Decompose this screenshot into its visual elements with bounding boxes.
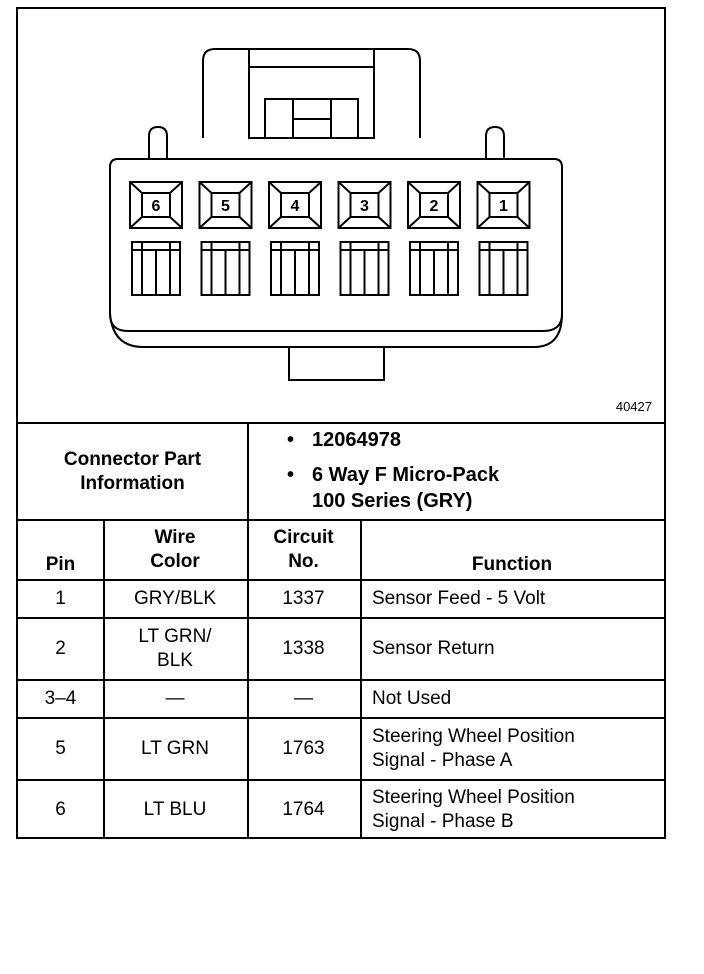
- col-line: [360, 519, 362, 839]
- terminal-lock-4: [270, 241, 320, 296]
- bullet: •: [287, 429, 295, 451]
- part-info-label-line2: Information: [80, 472, 185, 494]
- row2-wire-line2: BLK: [157, 650, 193, 671]
- row4-pin: 5: [55, 738, 66, 759]
- pin-number-label: 1: [499, 198, 508, 215]
- row4-function-line2: Signal - Phase A: [372, 750, 513, 771]
- terminal-lock-3: [339, 241, 390, 296]
- header-wire-line2: Color: [150, 551, 200, 572]
- row5-function-line1: Steering Wheel Position: [372, 787, 575, 808]
- row5-function-line2: Signal - Phase B: [372, 811, 514, 832]
- header-circuit-line1: Circuit: [273, 527, 334, 548]
- row3-circuit: —: [294, 688, 313, 709]
- pin-number-label: 4: [291, 198, 300, 215]
- part-info-label-line1: Connector Part: [63, 448, 202, 470]
- part-description-line2: 100 Series (GRY): [312, 490, 473, 512]
- row5-pin: 6: [55, 799, 66, 820]
- terminal-cavity-3: 3: [337, 181, 392, 229]
- row4-wire: LT GRN: [141, 738, 209, 759]
- terminal-cavity-1: 1: [476, 181, 531, 229]
- figure-id: 40427: [615, 399, 652, 414]
- left-post: [148, 125, 168, 159]
- table-top-line: [18, 519, 664, 521]
- pin-number-label: 3: [360, 198, 369, 215]
- row-line: [18, 617, 664, 619]
- latch-housing-inner: [248, 66, 375, 139]
- terminal-lock-2: [409, 241, 459, 296]
- connector-lip: [109, 313, 563, 348]
- header-wire-line1: Wire: [154, 527, 196, 548]
- header-circuit: Circuit No.: [247, 521, 360, 579]
- diagram-table-separator: [18, 422, 664, 424]
- latch-tab: [264, 98, 359, 139]
- row2-wire-line1: LT GRN/: [138, 626, 212, 647]
- row5-circuit: 1764: [282, 799, 325, 820]
- part-info-label: Connector Part Information: [18, 424, 247, 519]
- row4-function: Steering Wheel Position Signal - Phase A: [360, 719, 664, 779]
- row3-function: Not Used: [372, 688, 452, 709]
- row1-function: Sensor Feed - 5 Volt: [372, 588, 546, 609]
- right-post: [485, 125, 505, 159]
- pin-number-label: 5: [221, 198, 230, 215]
- row2-function: Sensor Return: [372, 638, 495, 659]
- header-function: Function: [471, 554, 553, 575]
- terminal-cavity-4: 4: [268, 181, 322, 229]
- row-line: [18, 779, 664, 781]
- connector-body: [109, 158, 563, 332]
- row3-wire: —: [165, 688, 185, 709]
- header-circuit-line2: No.: [288, 551, 319, 572]
- terminal-lock-5: [200, 241, 251, 296]
- col-line: [247, 519, 249, 839]
- terminal-cavities: 6 5 4 3 2 1: [129, 181, 531, 229]
- terminal-locks: [131, 241, 529, 296]
- bullet: •: [287, 464, 295, 486]
- terminal-lock-6: [131, 241, 181, 296]
- connector-diagram: 6 5 4 3 2 1 40427: [18, 9, 664, 422]
- row4-circuit: 1763: [282, 738, 325, 759]
- terminal-lock-1: [478, 241, 529, 296]
- part-number: 12064978: [312, 429, 401, 451]
- row-line: [18, 717, 664, 719]
- row5-wire: LT BLU: [143, 799, 207, 820]
- row5-function: Steering Wheel Position Signal - Phase B: [360, 781, 664, 839]
- latch-housing-outer: [202, 48, 421, 138]
- row2-circuit: 1338: [282, 638, 325, 659]
- terminal-cavity-2: 2: [407, 181, 461, 229]
- col-line: [103, 519, 105, 839]
- row2-wire: LT GRN/ BLK: [103, 619, 247, 679]
- row1-pin: 1: [55, 588, 66, 609]
- row-line: [18, 679, 664, 681]
- row3-pin: 3–4: [44, 688, 77, 709]
- bottom-key: [288, 347, 385, 381]
- part-info-divider: [247, 422, 249, 519]
- part-description-line1: 6 Way F Micro-Pack: [312, 464, 500, 486]
- row2-pin: 2: [55, 638, 66, 659]
- header-wire-color: Wire Color: [103, 521, 247, 579]
- terminal-cavity-5: 5: [198, 181, 253, 229]
- pin-number-label: 6: [152, 198, 161, 215]
- header-bottom-line: [18, 579, 664, 581]
- header-pin: Pin: [45, 554, 76, 575]
- row4-function-line1: Steering Wheel Position: [372, 726, 575, 747]
- row1-circuit: 1337: [282, 588, 325, 609]
- row1-wire: GRY/BLK: [133, 588, 217, 609]
- terminal-cavity-6: 6: [129, 181, 183, 229]
- connector-drawing: 6 5 4 3 2 1: [109, 48, 563, 381]
- pin-number-label: 2: [430, 198, 439, 215]
